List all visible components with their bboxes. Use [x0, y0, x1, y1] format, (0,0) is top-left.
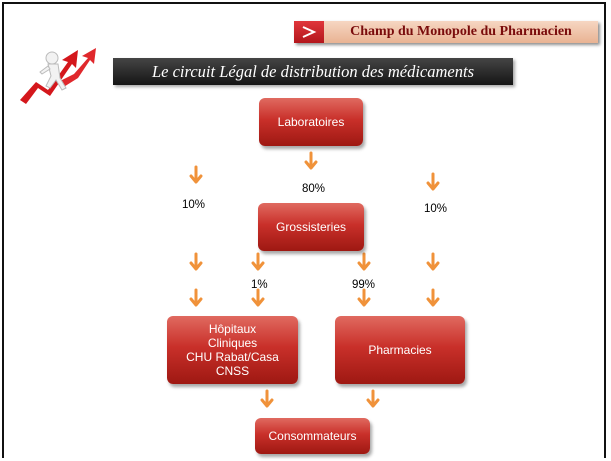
- node-laboratoires: Laboratoires: [259, 98, 363, 146]
- down-arrow-icon: [426, 288, 440, 307]
- pct-lab-to-gross: 80%: [302, 183, 326, 195]
- runner-arrows-logo-icon: [20, 48, 96, 104]
- section-header-label: Champ du Monopole du Pharmacien: [324, 21, 598, 43]
- section-header-tag: Champ du Monopole du Pharmacien: [294, 21, 598, 43]
- down-arrow-icon: [426, 172, 440, 191]
- down-arrow-icon: [260, 389, 274, 408]
- node-label: Grossisteries: [275, 220, 346, 234]
- pct-lab-to-pharmacies: 10%: [424, 203, 448, 215]
- down-arrow-icon: [426, 252, 440, 271]
- down-arrow-icon: [189, 165, 203, 184]
- down-arrow-icon: [189, 288, 203, 307]
- node-label: Pharmacies: [368, 343, 432, 357]
- down-arrow-icon: [251, 252, 265, 271]
- node-label-line: Hôpitaux: [208, 322, 257, 336]
- node-hopitaux: Hôpitaux Cliniques CHU Rabat/Casa CNSS: [167, 316, 298, 384]
- pct-lab-to-hopitaux: 10%: [182, 199, 206, 211]
- down-arrow-icon: [189, 252, 203, 271]
- node-label-line: CHU Rabat/Casa: [186, 350, 279, 364]
- node-label-line: Cliniques: [207, 336, 258, 350]
- pct-gross-to-pharmacies: 99%: [352, 279, 376, 291]
- node-label: Laboratoires: [277, 115, 345, 129]
- node-grossisteries: Grossisteries: [258, 203, 364, 251]
- down-arrow-icon: [304, 151, 318, 170]
- node-label: Consommateurs: [268, 429, 357, 443]
- down-arrow-icon: [251, 288, 265, 307]
- node-label-line: CNSS: [215, 364, 250, 378]
- page-title: Le circuit Légal de distribution des méd…: [113, 58, 513, 85]
- down-arrow-icon: [357, 252, 371, 271]
- play-arrow-icon: [294, 21, 324, 43]
- node-pharmacies: Pharmacies: [335, 316, 465, 384]
- node-consommateurs: Consommateurs: [255, 418, 370, 454]
- down-arrow-icon: [357, 288, 371, 307]
- down-arrow-icon: [366, 389, 380, 408]
- pct-gross-to-hopitaux: 1%: [251, 279, 268, 291]
